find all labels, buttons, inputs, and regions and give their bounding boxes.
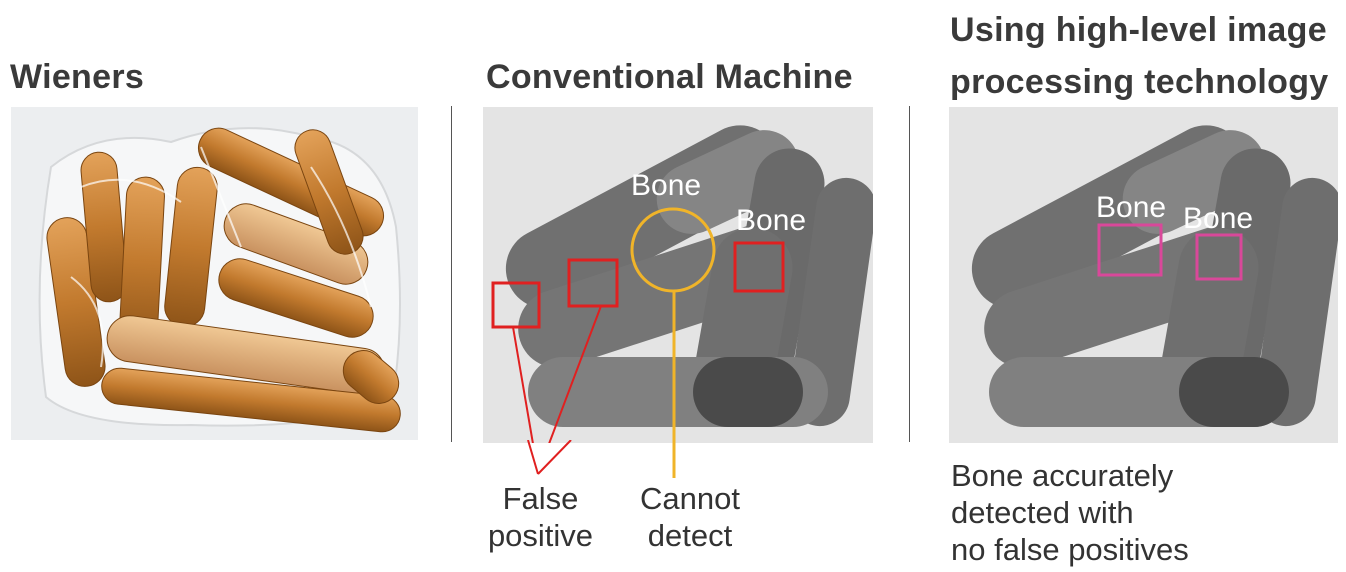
bone-label-missed: Bone	[631, 169, 701, 202]
false-positive-caption-line2: positive	[487, 518, 594, 553]
advanced-bone-label-1: Bone	[1096, 191, 1166, 224]
advanced-caption: Bone accurately detected with no false p…	[951, 457, 1189, 568]
advanced-title: Using high-level image processing techno…	[950, 4, 1328, 108]
conventional-xray-image: Bone Bone	[483, 107, 877, 477]
panel-divider-2	[909, 106, 910, 442]
bone-box-conventional	[733, 241, 785, 293]
false-positive-box-1	[491, 281, 541, 329]
false-positive-box-2	[567, 258, 619, 308]
cannot-detect-caption-line2: detect	[647, 518, 733, 553]
accurate-bone-box-1	[1097, 223, 1163, 277]
advanced-xray: Bone Bone	[949, 107, 1343, 443]
advanced-title-line2: processing technology	[950, 63, 1329, 101]
conventional-pointer-extension	[527, 440, 676, 478]
cannot-detect-caption: Cannot detect	[628, 480, 752, 554]
advanced-title-line1: Using high-level image	[950, 11, 1327, 49]
advanced-caption-line3: no false positives	[951, 532, 1189, 567]
wieners-package-image	[11, 107, 418, 440]
advanced-caption-line2: detected with	[951, 495, 1134, 530]
advanced-bone-label-2: Bone	[1183, 202, 1253, 235]
conventional-title: Conventional Machine	[486, 58, 853, 96]
advanced-caption-line1: Bone accurately	[951, 458, 1174, 493]
panel-divider-1	[451, 106, 452, 442]
conventional-xray: Bone Bone	[483, 107, 877, 477]
cannot-detect-caption-line1: Cannot	[640, 481, 740, 516]
advanced-xray-image: Bone Bone	[949, 107, 1343, 443]
false-positive-caption: False positive	[478, 480, 603, 554]
false-positive-caption-line1: False	[502, 481, 579, 516]
bone-label-detected: Bone	[736, 204, 806, 237]
accurate-bone-box-2	[1195, 233, 1243, 281]
wieners-title: Wieners	[10, 58, 145, 96]
wieners-photo	[11, 107, 418, 440]
